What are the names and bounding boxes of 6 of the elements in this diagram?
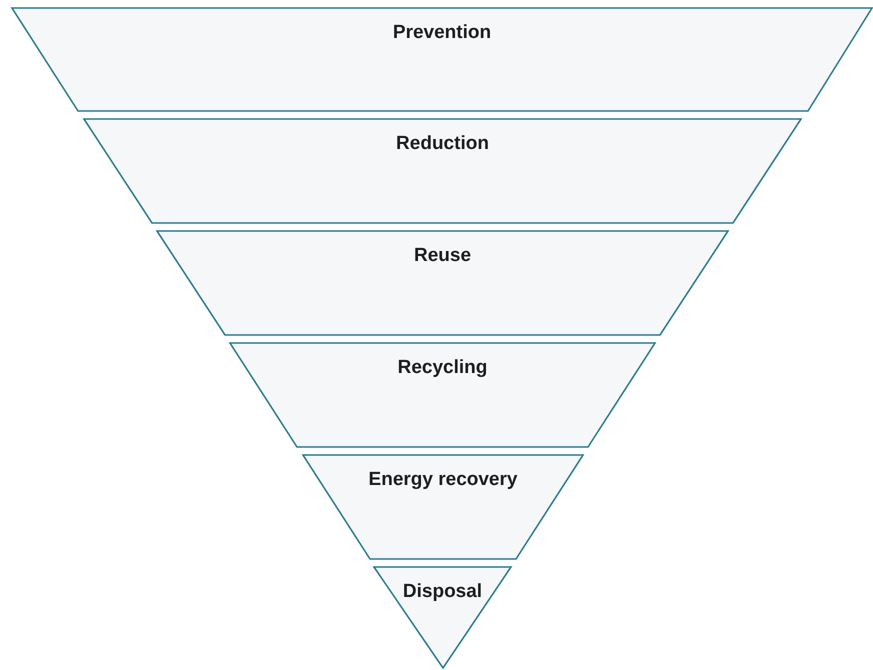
level-label: Prevention xyxy=(392,22,492,44)
level-label: Reuse xyxy=(414,245,472,267)
level-label: Recycling xyxy=(398,357,488,379)
level-label: Disposal xyxy=(402,581,482,603)
level-label: Reduction xyxy=(396,133,489,155)
level-label: Energy recovery xyxy=(368,469,518,491)
